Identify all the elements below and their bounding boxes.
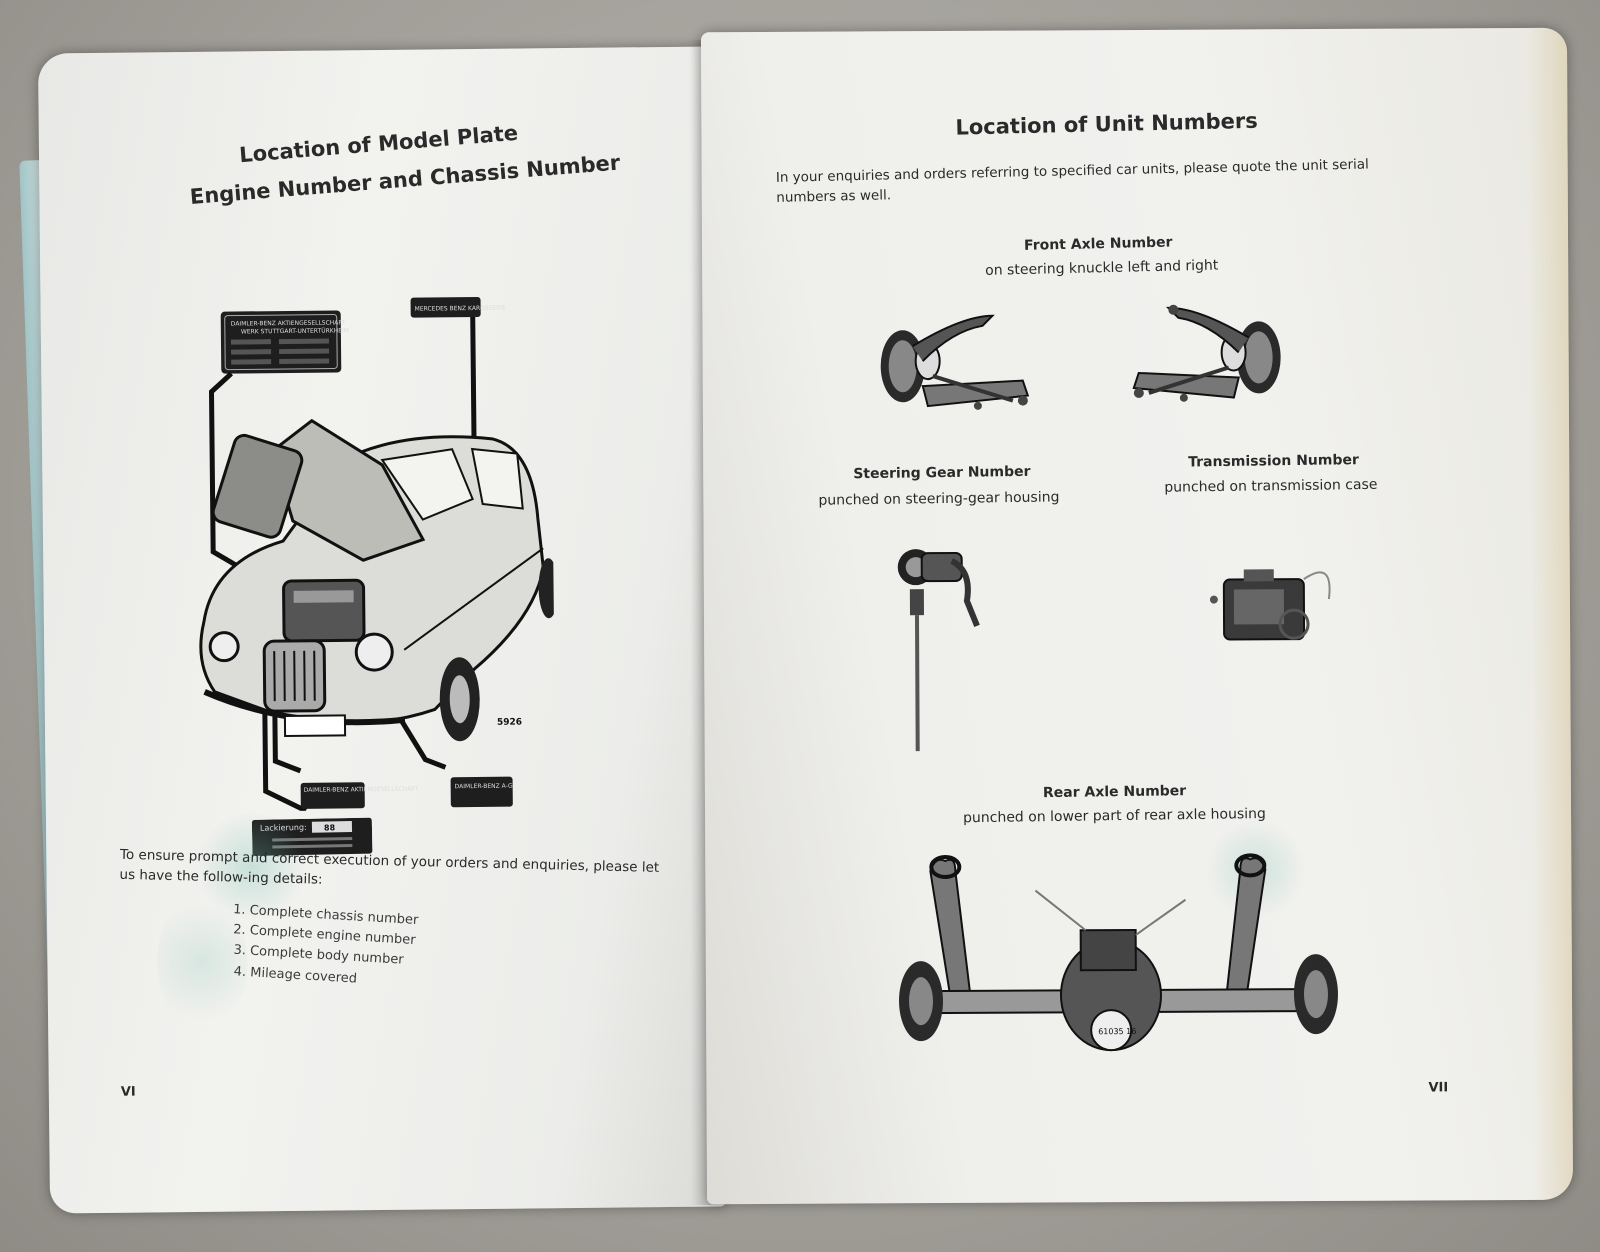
chassis-plate: DAIMLER-BENZ A-G bbox=[450, 776, 513, 808]
right-intro-text: In your enquiries and orders referring t… bbox=[775, 156, 1369, 206]
page-number-left: VI bbox=[120, 1084, 136, 1100]
svg-text:Lackierung:: Lackierung: bbox=[260, 823, 307, 833]
right-title: Location of Unit Numbers bbox=[955, 108, 1258, 140]
rear-axle-caption: punched on lower part of rear axle housi… bbox=[962, 806, 1266, 827]
model-plate-top-left: DAIMLER-BENZ AKTIENGESELLSCHAFT WERK STU… bbox=[220, 310, 349, 374]
front-axle-title: Front Axle Number bbox=[1023, 234, 1173, 254]
svg-text:DAIMLER-BENZ AKTIENGESELLSCHAF: DAIMLER-BENZ AKTIENGESELLSCHAFT bbox=[231, 319, 346, 327]
engine-plate: DAIMLER-BENZ AKTIENGESELLSCHAFT bbox=[300, 782, 419, 809]
left-title-line1: Location of Model Plate bbox=[238, 120, 519, 168]
steering-gear-illustration bbox=[897, 549, 980, 752]
list-item: 4. Mileage covered bbox=[233, 964, 358, 987]
rear-axle-stamp: 61035 16 bbox=[1098, 1027, 1136, 1036]
svg-text:MERCEDES BENZ KAROSSERIE: MERCEDES BENZ KAROSSERIE bbox=[415, 305, 507, 313]
rear-axle-illustration: 61035 16 bbox=[899, 853, 1338, 1052]
figure-number: 5926 bbox=[497, 718, 522, 728]
right-page: Location of Unit Numbers In your enquiri… bbox=[700, 27, 1574, 1205]
body-plate-top-right: MERCEDES BENZ KAROSSERIE bbox=[410, 296, 507, 318]
car-body bbox=[199, 418, 556, 742]
svg-text:DAIMLER-BENZ A-G: DAIMLER-BENZ A-G bbox=[455, 783, 513, 791]
rear-axle-title: Rear Axle Number bbox=[1042, 783, 1187, 802]
front-axle-right-illustration bbox=[1132, 304, 1281, 402]
left-intro-text: To ensure prompt and correct execution o… bbox=[119, 846, 660, 888]
steering-gear-caption: punched on steering-gear housing bbox=[818, 489, 1060, 509]
transmission-title: Transmission Number bbox=[1188, 452, 1359, 471]
left-page: Location of Model Plate Engine Number an… bbox=[37, 46, 727, 1214]
front-axle-left-illustration bbox=[880, 314, 1030, 410]
transmission-illustration bbox=[1209, 569, 1331, 641]
list-item: 3. Complete body number bbox=[233, 942, 405, 968]
svg-text:88: 88 bbox=[324, 823, 336, 832]
front-axle-caption: on steering knuckle left and right bbox=[985, 257, 1219, 279]
transmission-caption: punched on transmission case bbox=[1164, 476, 1378, 496]
steering-gear-title: Steering Gear Number bbox=[853, 463, 1031, 483]
page-number-right: VII bbox=[1428, 1080, 1449, 1096]
car-illustration: DAIMLER-BENZ AKTIENGESELLSCHAFT WERK STU… bbox=[199, 296, 556, 813]
svg-text:DAIMLER-BENZ AKTIENGESELLSCHAF: DAIMLER-BENZ AKTIENGESELLSCHAFT bbox=[304, 786, 419, 794]
paint-plate: Lackierung: 88 bbox=[251, 817, 373, 856]
svg-text:WERK STUTTGART-UNTERTÜRKHEIM: WERK STUTTGART-UNTERTÜRKHEIM bbox=[241, 327, 349, 335]
